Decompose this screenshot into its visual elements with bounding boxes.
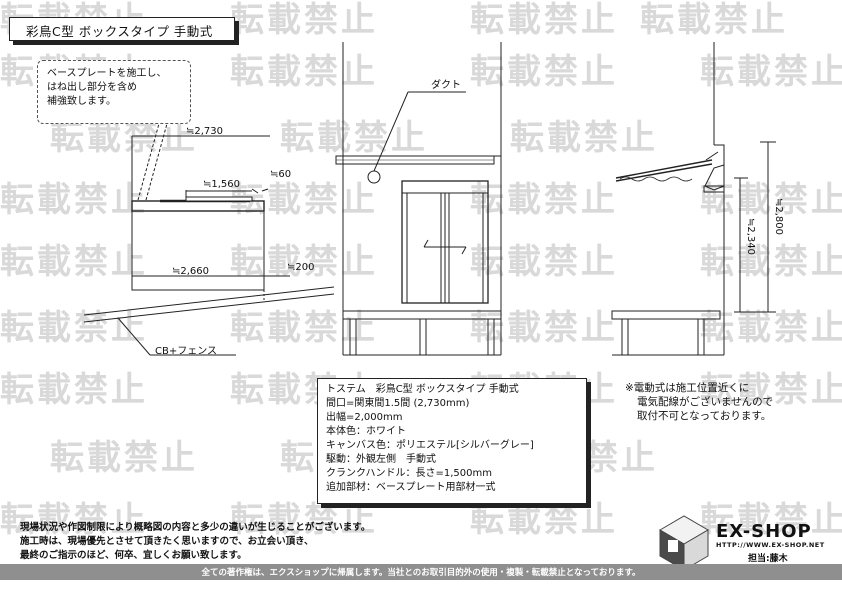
spec-line: 間口=関東間1.5間 (2,730mm) — [326, 398, 470, 409]
spec-line: クランクハンドル：長さ=1,500mm — [326, 468, 492, 479]
watermark-text: 転載禁止 — [0, 308, 148, 348]
logo-cube-icon — [659, 515, 709, 571]
base-plate-callout: ベースプレートを施工し、 はね出し部分を含め 補強致します。 — [37, 60, 191, 124]
disclaimer-line: 最終のご指示のほど、何卒、宜しくお願い致します。 — [20, 550, 247, 561]
watermark-text: 転載禁止 — [470, 242, 618, 282]
note-line: 電気配線がございませんので — [637, 396, 774, 408]
person-in-charge: 担当:藤木 — [748, 554, 788, 564]
watermark-text: 転載禁止 — [640, 0, 788, 40]
watermark-text: 転載禁止 — [230, 0, 378, 40]
watermark-text: 転載禁止 — [470, 52, 618, 92]
footer-bar: 全ての著作権は、エクスショップに帰属します。当社とのお取引目的外の使用・複製・転… — [0, 564, 842, 580]
dim-inner-width: ≒1,560 — [203, 179, 241, 190]
spec-line: 追加部材：ベースプレート用部材一式 — [326, 482, 496, 493]
spec-line: 本体色：ホワイト — [326, 426, 406, 437]
watermark-text: 転載禁止 — [700, 370, 842, 410]
dim-height-frame: ≒2,340 — [745, 218, 756, 256]
watermark-text: 転載禁止 — [50, 118, 198, 158]
watermark-text: 転載禁止 — [50, 438, 198, 478]
watermark-text: 転載禁止 — [230, 52, 378, 92]
spec-line: トステム 彩鳥C型 ボックスタイプ 手動式 — [326, 384, 519, 395]
disclaimer-line: 施工時は、現場優先とさせて頂きたく思いますので、お立会い頂き、 — [20, 536, 314, 547]
watermark-text: 転載禁止 — [700, 52, 842, 92]
dim-width-top: ≒2,730 — [186, 126, 224, 137]
dim-width-bottom: ≒2,660 — [172, 266, 210, 277]
logo-name: EX-SHOP — [716, 521, 812, 542]
spec-line: キャンバス色：ポリエステル[シルバーグレー] — [326, 440, 534, 451]
watermark-text: 転載禁止 — [230, 308, 378, 348]
watermark-text: 転載禁止 — [0, 242, 148, 282]
duct-label: ダクト — [431, 80, 461, 91]
copyright-text: 全ての著作権は、エクスショップに帰属します。当社とのお取引目的外の使用・複製・転… — [201, 568, 641, 578]
title-box: 彩鳥C型 ボックスタイプ 手動式 — [9, 17, 235, 41]
watermark-text: 転載禁止 — [280, 118, 428, 158]
watermark-text: 転載禁止 — [510, 118, 658, 158]
fence-label: CB+フェンス — [155, 346, 218, 357]
watermark-text: 転載禁止 — [230, 180, 378, 220]
dim-height-small: ≒200 — [287, 262, 315, 273]
watermark-text: 転載禁止 — [470, 180, 618, 220]
callout-line: ベースプレートを施工し、 — [47, 68, 167, 79]
disclaimer-line: 現場状況や作図制限により概略図の内容と多少の違いが生じることがございます。 — [20, 522, 371, 533]
watermark-text: 転載禁止 — [0, 180, 148, 220]
callout-line: はね出し部分を含め — [47, 82, 137, 93]
spec-box: トステム 彩鳥C型 ボックスタイプ 手動式 間口=関東間1.5間 (2,730m… — [317, 378, 587, 504]
watermark-text: 転載禁止 — [470, 500, 618, 540]
note-line: ※電動式は施工位置近くに — [625, 382, 750, 394]
watermark-text: 転載禁止 — [230, 242, 378, 282]
watermark-text: 転載禁止 — [700, 500, 842, 540]
spec-line: 出幅=2,000mm — [326, 412, 403, 423]
page-title: 彩鳥C型 ボックスタイプ 手動式 — [26, 24, 213, 39]
watermark-text: 転載禁止 — [470, 0, 618, 40]
logo-url: HTTP://WWW.EX-SHOP.NET — [716, 541, 825, 549]
watermark-text: 転載禁止 — [0, 370, 148, 410]
watermark-text: 転載禁止 — [230, 500, 378, 540]
spec-line: 駆動：外観左側 手動式 — [326, 454, 436, 465]
watermark-text: 転載禁止 — [0, 500, 148, 540]
note-line: 取付不可となっております。 — [637, 410, 772, 422]
plan-view — [83, 119, 335, 356]
front-elevation — [335, 42, 502, 356]
dim-height-total: ≒2,800 — [773, 198, 784, 236]
dim-gap: ≒60 — [270, 169, 292, 180]
side-elevation — [611, 42, 776, 356]
callout-line: 補強致します。 — [47, 96, 116, 107]
